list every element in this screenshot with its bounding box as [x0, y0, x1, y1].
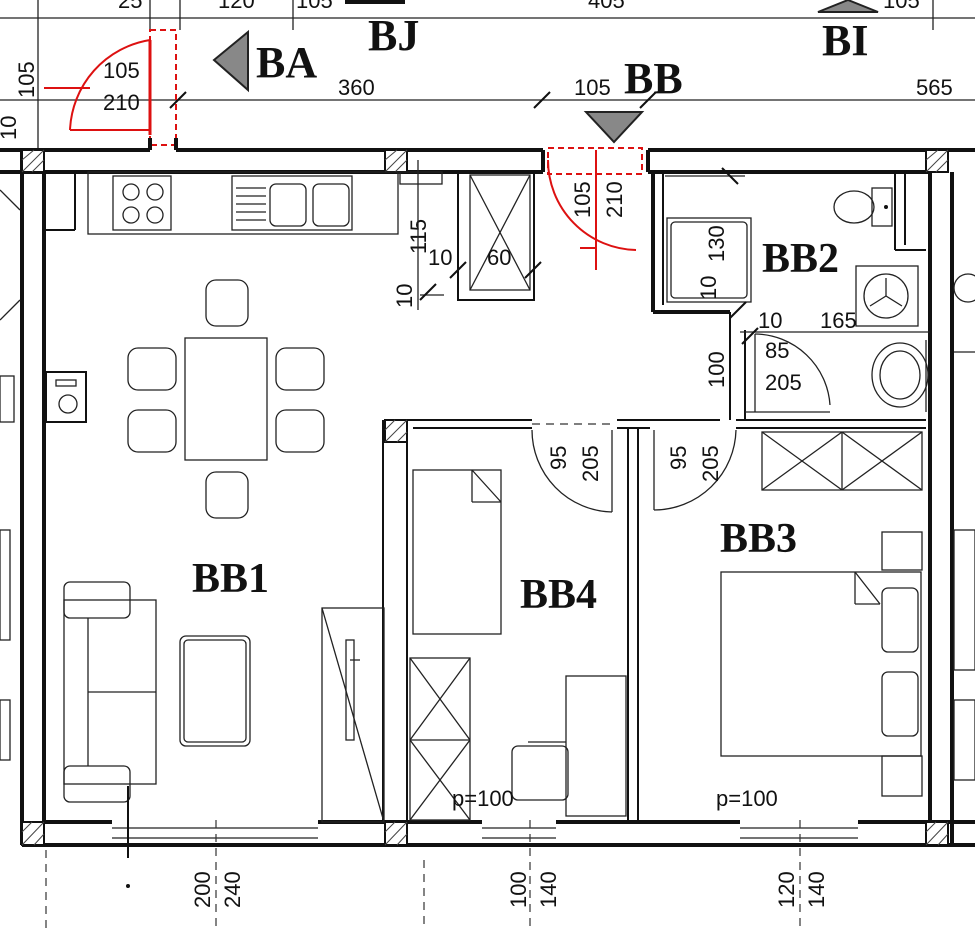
windows: [112, 827, 858, 839]
dim-window-bb1-height: 240: [220, 871, 245, 908]
interior-walls: [44, 171, 926, 822]
dim-shower-10: 10: [696, 276, 721, 300]
bb4-wardrobe: [409, 657, 471, 821]
bb4-parapet: p=100: [452, 786, 514, 811]
dim-bath-door-width: 85: [765, 338, 789, 363]
bb3-parapet: p=100: [716, 786, 778, 811]
dining-set: [127, 279, 325, 519]
dim-shower-130: 130: [704, 225, 729, 262]
room-label-bb2: BB2: [762, 236, 839, 282]
tv-unit: [321, 607, 385, 823]
dim-top-105b: 105: [883, 0, 920, 13]
dim-bb3-door-width: 95: [666, 446, 691, 470]
dim-shaft-10a: 10: [428, 245, 452, 270]
section-marker-bi-icon: [817, 0, 879, 13]
dim-bath-10: 10: [758, 308, 782, 333]
dim-door-bb-width: 105: [570, 181, 595, 218]
bottom-dimension-lines: [45, 786, 801, 930]
entry-door: [44, 29, 177, 146]
section-marker-bb-icon: [583, 111, 645, 144]
dim-window-bb4-height: 140: [536, 871, 561, 908]
dim-bath-165: 165: [820, 308, 857, 333]
dim-left-10: 10: [0, 116, 21, 140]
dim-top-120: 120: [218, 0, 255, 13]
dim-corridor-105: 105: [574, 75, 611, 100]
dim-left-105: 105: [14, 61, 39, 98]
bb4-desk: [511, 675, 627, 817]
bb4-door: [531, 423, 613, 513]
dim-bb3-door-height: 205: [698, 445, 723, 482]
dim-bath-door-height: 205: [765, 370, 802, 395]
room-label-bb4: BB4: [520, 572, 597, 618]
dim-shaft-60: 60: [487, 245, 511, 270]
section-label-bi: BI: [822, 16, 868, 65]
bb3-wardrobe: [761, 431, 923, 491]
dim-window-bb3-height: 140: [804, 871, 829, 908]
room-label-bb1: BB1: [192, 556, 269, 602]
dim-top-405: 405: [588, 0, 625, 13]
dim-window-bb1-width: 200: [190, 871, 215, 908]
sink: [871, 340, 929, 412]
bb3-door: [653, 429, 737, 511]
dim-corridor-565: 565: [916, 75, 953, 100]
top-dimension-lines: [0, 0, 975, 150]
kitchen-counter: [87, 171, 443, 235]
dim-bath-100: 100: [704, 351, 729, 388]
bath-washer: [855, 265, 919, 327]
dim-top-25: 25: [118, 0, 142, 13]
toilet: [833, 187, 893, 227]
section-label-bj: BJ: [368, 11, 419, 60]
section-marker-ba-icon: [212, 29, 249, 93]
bb3-bed: [720, 531, 923, 797]
dim-shaft-10b: 10: [392, 284, 417, 308]
dim-window-bb4-width: 100: [506, 871, 531, 908]
dim-top-105: 105: [296, 0, 333, 13]
shower: [665, 175, 752, 303]
neighbor-units: [0, 189, 975, 781]
dim-window-bb3-width: 120: [774, 871, 799, 908]
sofa: [63, 581, 157, 803]
bb4-bed: [412, 469, 502, 635]
room-label-bb3: BB3: [720, 516, 797, 562]
dim-corridor-360: 360: [338, 75, 375, 100]
dim-bb4-door-height: 205: [578, 445, 603, 482]
coffee-table: [179, 635, 251, 747]
dim-bb4-door-width: 95: [546, 446, 571, 470]
section-marker-bj-icon: [345, 0, 405, 4]
bath-door: [745, 333, 831, 413]
dim-entry-door-width: 105: [103, 58, 140, 83]
section-label-ba: BA: [256, 38, 317, 87]
door-bb: [547, 147, 643, 270]
dim-door-bb-height: 210: [602, 181, 627, 218]
washer: [45, 371, 87, 423]
dim-entry-door-height: 210: [103, 90, 140, 115]
